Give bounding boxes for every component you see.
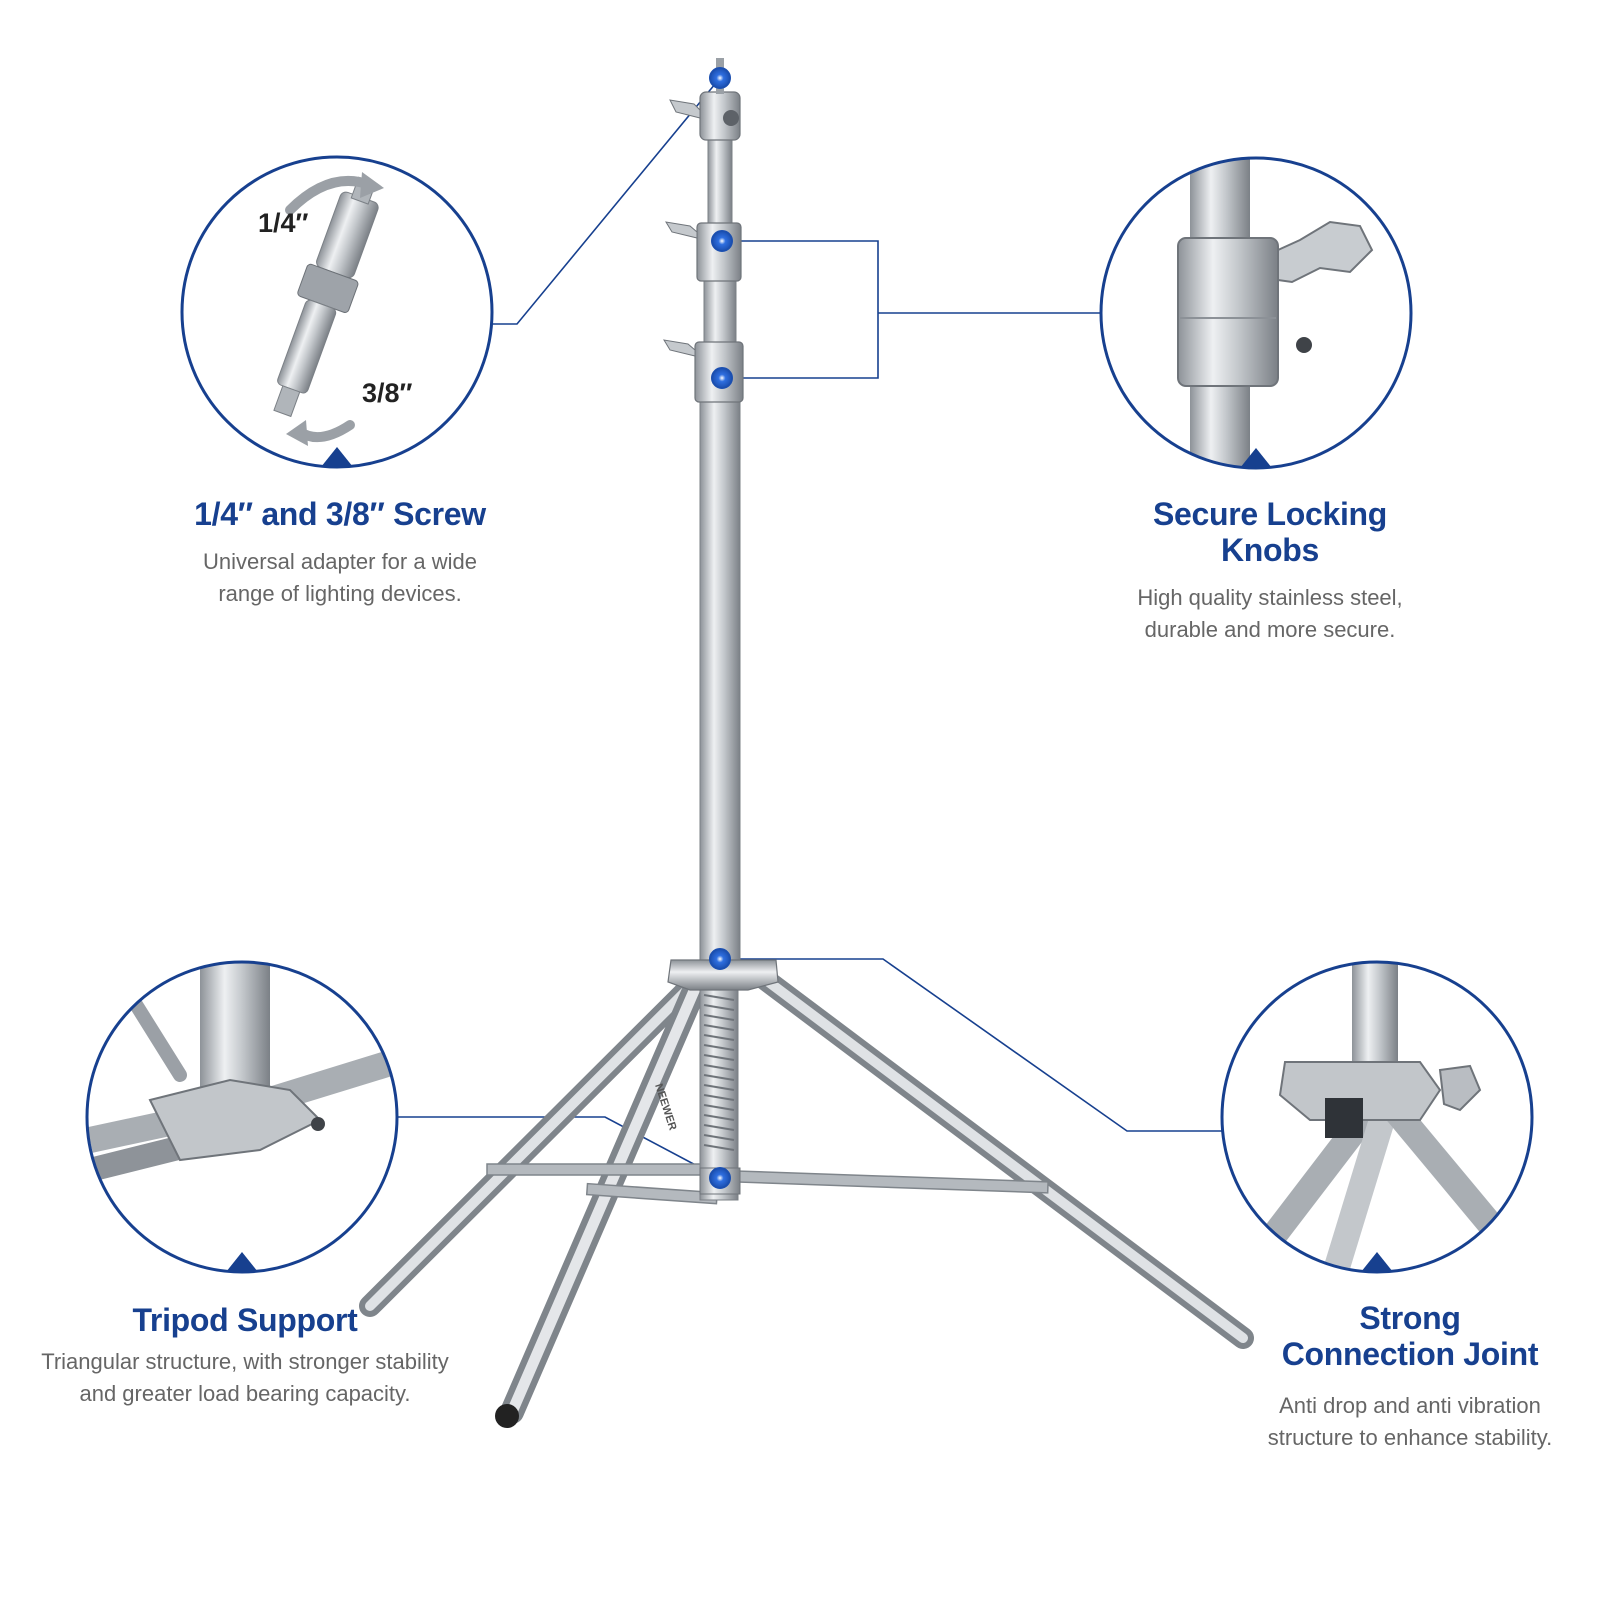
pointer-triangle-icon <box>1240 448 1272 468</box>
knobs-detail-circle <box>1099 156 1413 470</box>
leg-braces <box>486 1163 1049 1205</box>
hotspot-marker-icon <box>711 367 733 389</box>
feature-description-tripod: Triangular structure, with stronger stab… <box>41 1349 449 1406</box>
pointer-triangle-icon <box>321 447 353 467</box>
feature-joint: Strong Connection Joint Anti drop and an… <box>1240 1300 1580 1454</box>
leader-line-screw <box>490 77 721 325</box>
pointer-triangle-icon <box>226 1252 258 1272</box>
leader-line-tripod <box>397 1116 721 1179</box>
screw-detail-circle: 1/4″ 3/8″ <box>180 155 494 469</box>
leader-line-knobs <box>722 240 879 379</box>
feature-knobs: Secure Locking Knobs High quality stainl… <box>1110 496 1430 646</box>
feature-description-knobs: High quality stainless steel, durable an… <box>1137 585 1403 642</box>
hotspot-marker-icon <box>711 230 733 252</box>
feature-title-screw: 1/4″ and 3/8″ Screw <box>194 496 486 532</box>
feature-title-tripod: Tripod Support <box>132 1302 358 1338</box>
tripod-legs <box>359 965 1254 1428</box>
joint-detail-circle <box>1220 960 1534 1274</box>
feature-title-joint: Strong Connection Joint <box>1281 1300 1539 1372</box>
leader-lines <box>397 77 1222 1179</box>
hotspot-markers <box>709 67 733 1189</box>
stand-head <box>669 58 741 141</box>
feature-screw: 1/4″ and 3/8″ Screw Universal adapter fo… <box>170 496 510 610</box>
hotspot-marker-icon <box>709 1167 731 1189</box>
pointer-triangle-icon <box>1361 1252 1393 1272</box>
hotspot-marker-icon <box>709 67 731 89</box>
hotspot-marker-icon <box>709 948 731 970</box>
spring <box>703 994 735 1151</box>
size-label-bottom: 3/8″ <box>362 378 413 408</box>
column-section-3 <box>699 379 741 971</box>
leader-line-joint <box>720 958 1222 1132</box>
feature-tripod: Tripod Support Triangular structure, wit… <box>20 1302 470 1410</box>
tripod-detail-circle <box>85 960 399 1274</box>
feature-description-screw: Universal adapter for a wide range of li… <box>203 549 477 606</box>
size-label-top: 1/4″ <box>258 208 309 238</box>
feature-description-joint: Anti drop and anti vibration structure t… <box>1267 1393 1553 1450</box>
feature-title-knobs: Secure Locking Knobs <box>1152 496 1388 568</box>
